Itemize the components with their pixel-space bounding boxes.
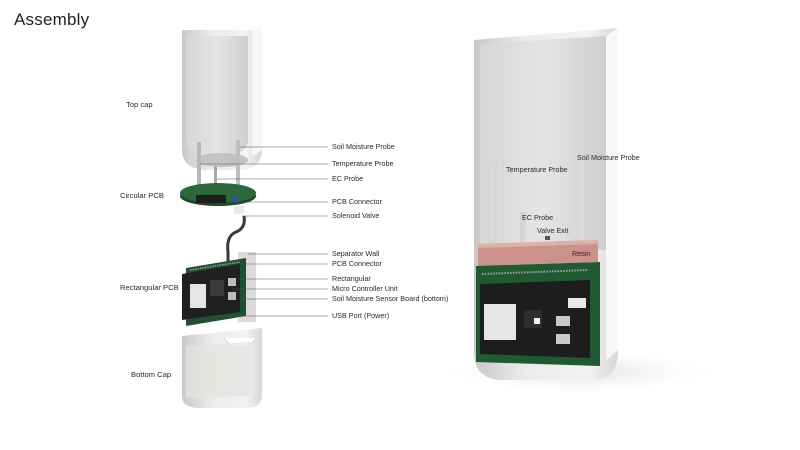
assembled-label-resin: Resin [572, 249, 590, 258]
callout-usb-port: USB Port (Power) [332, 311, 389, 320]
assembled-label-temperature-probe: Temperature Probe [506, 165, 568, 174]
page-title: Assembly [14, 10, 90, 29]
callout-temperature-probe: Temperature Probe [332, 159, 394, 168]
callout-soil-moisture-sensor-board: Soil Moisture Sensor Board (bottom) [332, 294, 448, 303]
assembled-view: Temperature Probe Soil Moisture Probe EC… [430, 28, 730, 396]
assembled-label-soil-moisture-probe: Soil Moisture Probe [577, 153, 640, 162]
callout-separator-wall: Separator Wall [332, 249, 380, 258]
assembled-label-ec-probe: EC Probe [522, 213, 553, 222]
probes [197, 140, 240, 186]
callout-micro-controller-unit: Micro Controller Unit [332, 284, 398, 293]
exploded-view: Top cap Circular PCB Rectangular PCB Bot… [120, 28, 448, 408]
assembled-pcb [476, 262, 600, 366]
ribbon-cable [226, 215, 246, 262]
callout-solenoid-valve: Solenoid Valve [332, 211, 379, 220]
callout-pcb-connector-bottom: PCB Connector [332, 259, 383, 268]
resin-layer [478, 240, 598, 266]
label-bottom-cap: Bottom Cap [131, 370, 171, 379]
bottom-cap [182, 328, 262, 408]
callout-ec-probe: EC Probe [332, 174, 363, 183]
assembled-label-valve-exit: Valve Exit [537, 226, 568, 235]
label-top-cap: Top cap [126, 100, 153, 109]
label-rectangular-pcb: Rectangular PCB [120, 283, 179, 292]
callout-rectangular: Rectangular [332, 274, 371, 283]
circular-pcb [180, 183, 256, 214]
callout-pcb-connector-top: PCB Connector [332, 197, 383, 206]
label-circular-pcb: Circular PCB [120, 191, 164, 200]
rectangular-pcb [182, 252, 256, 326]
leader-lines [200, 146, 328, 317]
top-cap [182, 28, 262, 170]
callout-soil-moisture-probe: Soil Moisture Probe [332, 142, 395, 151]
